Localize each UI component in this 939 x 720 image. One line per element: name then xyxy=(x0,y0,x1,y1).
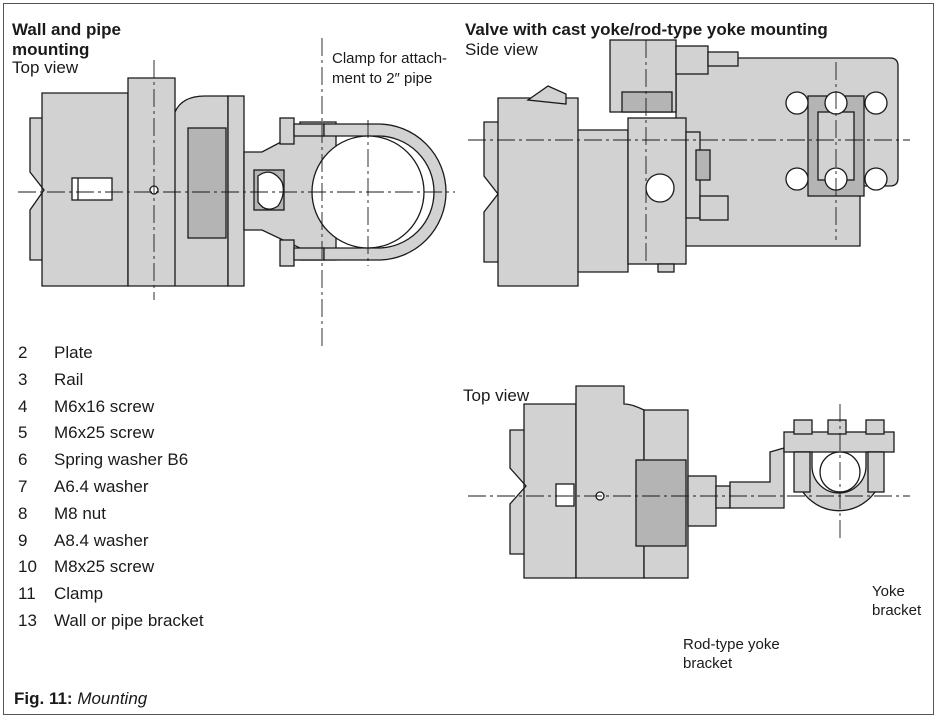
top-view-label: Top view xyxy=(463,386,530,405)
legend-number: 7 xyxy=(18,476,28,496)
right-title: Valve with cast yoke/rod-type yoke mount… xyxy=(465,20,828,39)
left-title-line2: mounting xyxy=(12,40,90,59)
rod-bracket-line1: Rod-type yoke xyxy=(683,636,780,653)
rod-yoke-top-view xyxy=(468,385,910,579)
left-view-label: Top view xyxy=(12,58,79,77)
legend-item: 8 M8 nut xyxy=(18,504,204,531)
legend-item: 5 M6x25 screw xyxy=(18,423,204,450)
yoke-bracket-line2: bracket xyxy=(872,602,922,619)
legend-label: Plate xyxy=(54,343,93,362)
left-title-line1: Wall and pipe xyxy=(12,20,121,39)
side-view-label: Side view xyxy=(465,40,538,59)
wall-pipe-top-view xyxy=(18,38,455,348)
legend-label: A8.4 washer xyxy=(54,530,149,550)
legend-item: 2 Plate xyxy=(18,343,204,370)
figure-caption: Fig. 11: Mounting xyxy=(14,689,147,709)
legend-item: 4 M6x16 screw xyxy=(18,397,204,424)
legend-number: 11 xyxy=(18,584,36,604)
legend-label: M8 nut xyxy=(54,503,106,523)
legend-label: Spring washer B6 xyxy=(54,450,189,470)
legend-number: 8 xyxy=(18,503,28,523)
legend-number: 13 xyxy=(18,610,37,630)
legend-number: 10 xyxy=(18,557,37,577)
legend-item: 10 M8x25 screw xyxy=(18,557,204,584)
legend-label: M6x16 screw xyxy=(54,396,155,416)
legend-item: 11 Clamp xyxy=(18,584,204,611)
legend-item: 9 A8.4 washer xyxy=(18,531,204,558)
legend-number: 6 xyxy=(18,450,28,470)
legend-label: M6x25 screw xyxy=(54,423,155,443)
legend-label: Wall or pipe bracket xyxy=(54,610,204,630)
legend-item: 6 Spring washer B6 xyxy=(18,450,204,477)
legend-label: A6.4 washer xyxy=(54,476,149,496)
clamp-label-line2: ment to 2″ pipe xyxy=(332,70,433,87)
yoke-side-view xyxy=(468,39,910,287)
legend-number: 9 xyxy=(18,530,28,550)
legend-label: Clamp xyxy=(54,584,104,604)
parts-legend: 2 Plate 3 Rail 4 M6x16 screw 5 M6x25 screw 6… xyxy=(18,343,204,638)
yoke-bracket-line1: Yoke xyxy=(872,583,905,600)
legend-number: 3 xyxy=(18,369,28,389)
legend-number: 4 xyxy=(18,396,28,416)
legend-number: 2 xyxy=(18,343,28,362)
legend-item: 13 Wall or pipe bracket xyxy=(18,611,204,638)
legend-label: M8x25 screw xyxy=(54,557,155,577)
clamp-label-line1: Clamp for attach- xyxy=(332,50,448,67)
legend-item: 7 A6.4 washer xyxy=(18,477,204,504)
legend-number: 5 xyxy=(18,423,28,443)
figure-frame xyxy=(3,3,934,715)
legend-label: Rail xyxy=(54,369,84,389)
rod-bracket-line2: bracket xyxy=(683,655,733,672)
caption-label: Fig. 11: xyxy=(14,689,73,708)
legend-item: 3 Rail xyxy=(18,370,204,397)
caption-text: Mounting xyxy=(77,689,148,708)
